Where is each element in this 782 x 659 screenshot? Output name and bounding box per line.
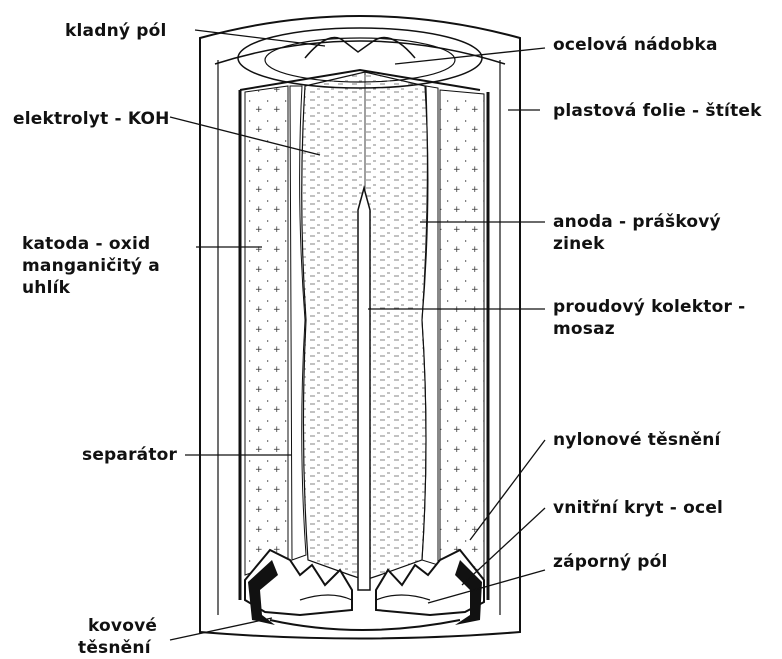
label-kladny-pol: kladný pól [65, 20, 167, 42]
label-proudovy-line2: mosaz [553, 318, 615, 340]
label-elektrolyt: elektrolyt - KOH [13, 108, 170, 130]
label-proudovy-line1: proudový kolektor - [553, 296, 745, 318]
label-anoda-line1: anoda - práškový [553, 211, 721, 233]
label-zaporny-pol: záporný pól [553, 551, 668, 573]
label-nylonove-tesneni: nylonové těsnění [553, 429, 721, 451]
label-katoda-line3: uhlík [22, 277, 70, 299]
label-kovove-line2: těsnění [78, 637, 151, 659]
label-katoda-line1: katoda - oxid [22, 233, 150, 255]
label-plastova-folie: plastová folie - štítek [553, 100, 762, 122]
current-collector [358, 188, 370, 590]
label-vnitrni-kryt: vnitřní kryt - ocel [553, 497, 723, 519]
label-anoda-line2: zinek [553, 233, 605, 255]
label-kovove-line1: kovové [88, 615, 157, 637]
label-katoda-line2: manganičitý a [22, 255, 160, 277]
label-ocelova-nadobka: ocelová nádobka [553, 34, 718, 56]
label-separator: separátor [82, 444, 177, 466]
